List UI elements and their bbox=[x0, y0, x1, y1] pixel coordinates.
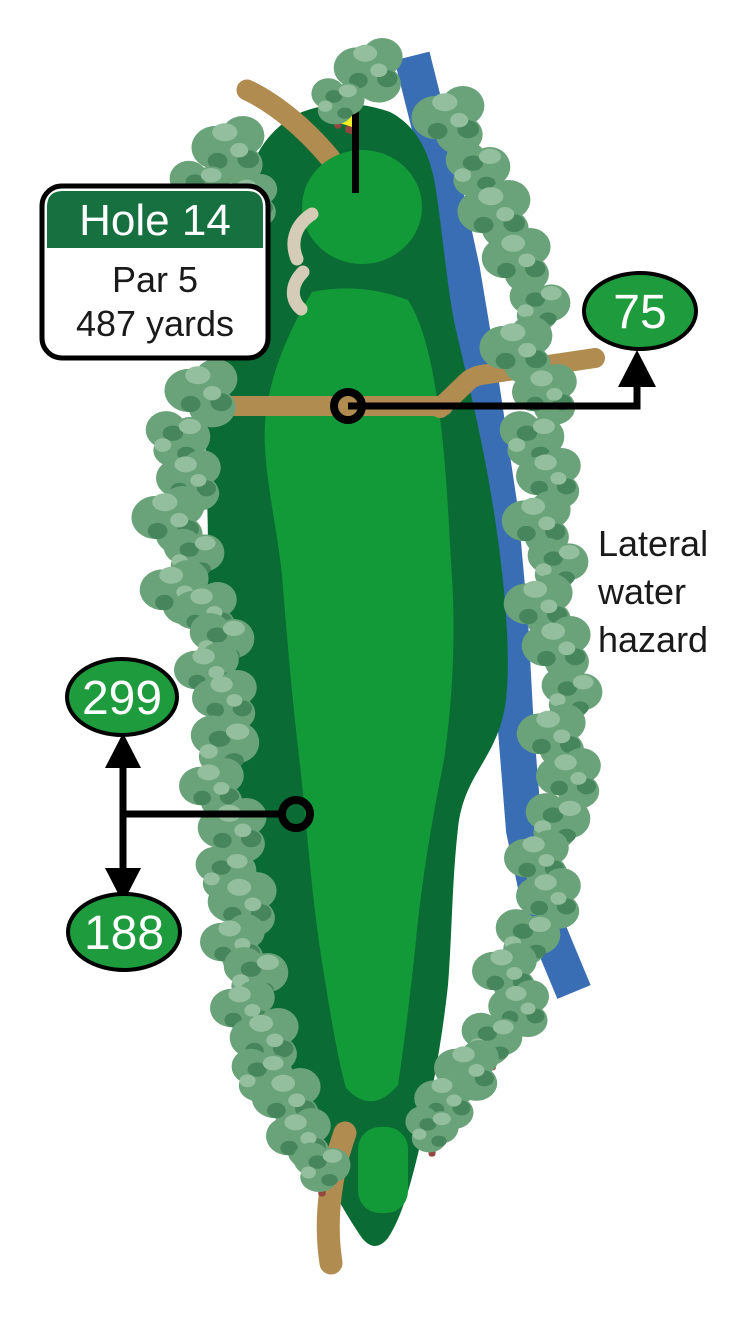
measurement-front: 75 bbox=[330, 271, 698, 424]
hole-number-label: Hole 14 bbox=[79, 196, 231, 245]
measure-line-front bbox=[348, 386, 641, 410]
fairway bbox=[264, 288, 454, 1102]
hazard-label-line1: Lateral bbox=[598, 523, 708, 564]
ball-position-marker-front bbox=[330, 388, 366, 424]
distance-value-front: 75 bbox=[613, 286, 666, 339]
putting-green bbox=[302, 150, 422, 264]
bunker-lower bbox=[286, 265, 310, 316]
water-hazard-label: Lateral water hazard bbox=[597, 523, 708, 660]
distance-value-rear-lower: 188 bbox=[84, 907, 164, 960]
arrow-up-icon bbox=[618, 350, 656, 387]
hazard-label-line3: hazard bbox=[598, 619, 708, 660]
hazard-label-line2: water bbox=[597, 571, 686, 612]
distance-oval-rear-upper bbox=[65, 657, 179, 737]
cart-path-mid-branch bbox=[430, 348, 605, 418]
distance-oval-front bbox=[582, 271, 698, 351]
cart-path-top bbox=[236, 79, 341, 169]
bunker-upper bbox=[287, 207, 319, 266]
tee-box bbox=[358, 1127, 408, 1213]
sign-header bbox=[47, 191, 263, 248]
ball-position-marker-rear bbox=[278, 796, 314, 832]
flag-pole bbox=[352, 83, 359, 193]
hole-info-sign: Hole 14 Par 5 487 yards bbox=[39, 183, 271, 361]
distance-oval-rear-lower bbox=[66, 892, 182, 972]
measurement-rear: 299 188 bbox=[65, 657, 314, 972]
yardage-label: 487 yards bbox=[76, 303, 234, 344]
arrow-up-icon bbox=[105, 733, 141, 768]
arrow-down-icon bbox=[105, 868, 141, 903]
distance-value-rear-upper: 299 bbox=[82, 672, 162, 725]
cart-path-bottom bbox=[316, 1121, 357, 1275]
par-label: Par 5 bbox=[112, 259, 198, 300]
